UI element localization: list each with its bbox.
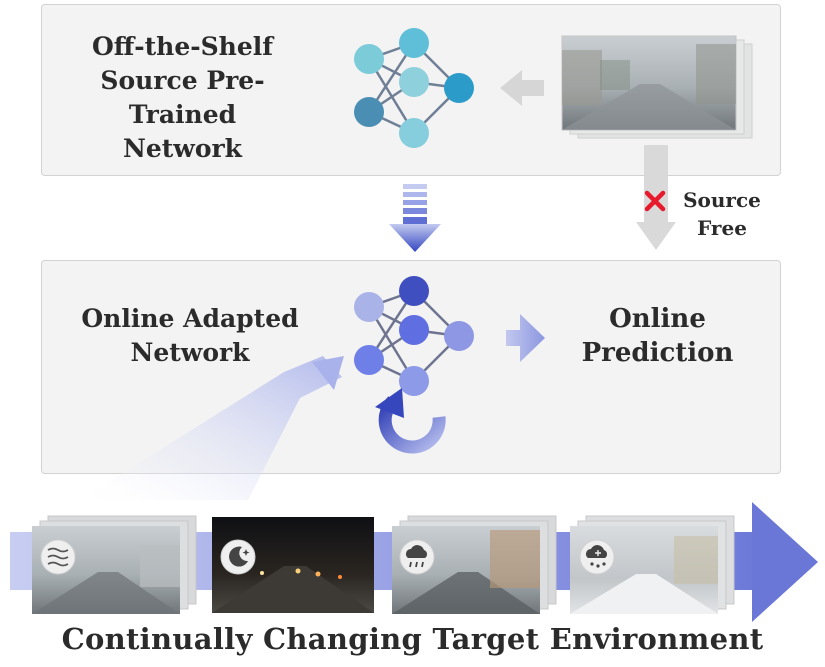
rain-cloud-icon bbox=[399, 539, 435, 575]
adapted-network-nodes bbox=[354, 276, 474, 396]
moon-star-icon bbox=[220, 539, 256, 575]
network-node bbox=[444, 73, 474, 103]
network-node bbox=[399, 28, 429, 58]
network-node bbox=[399, 276, 429, 306]
source-free-label: Source Free bbox=[683, 188, 761, 240]
source-network-nodes bbox=[354, 28, 474, 148]
network-node bbox=[399, 118, 429, 148]
fog-frame-stack bbox=[32, 515, 197, 614]
adapted-network-label: Online Adapted Network bbox=[81, 304, 299, 367]
network-node bbox=[399, 315, 429, 345]
gray-arrow-left bbox=[500, 70, 544, 106]
online-prediction-label: Online Prediction bbox=[581, 304, 734, 368]
cross-icon bbox=[644, 190, 666, 212]
blue-right-arrow bbox=[506, 314, 545, 362]
network-node bbox=[354, 44, 384, 74]
blue-down-arrow bbox=[389, 184, 441, 252]
network-node bbox=[354, 345, 384, 375]
beam-arrow-head bbox=[312, 356, 344, 390]
snow-cloud-icon bbox=[579, 539, 615, 575]
refresh-loop-icon bbox=[375, 388, 446, 454]
source-image-stack bbox=[561, 35, 753, 139]
network-node bbox=[399, 67, 429, 97]
network-node bbox=[399, 366, 429, 396]
environment-title: Continually Changing Target Environment bbox=[61, 622, 764, 656]
adaptation-beam-arrow bbox=[80, 356, 342, 500]
network-node bbox=[354, 97, 384, 127]
network-node bbox=[444, 321, 474, 351]
gray-down-arrow bbox=[636, 145, 676, 250]
source-network-label: Off-the-Shelf Source Pre-Trained Network bbox=[91, 32, 274, 163]
snow-frame-stack bbox=[570, 515, 735, 614]
fog-icon bbox=[40, 539, 76, 575]
network-node bbox=[354, 292, 384, 322]
